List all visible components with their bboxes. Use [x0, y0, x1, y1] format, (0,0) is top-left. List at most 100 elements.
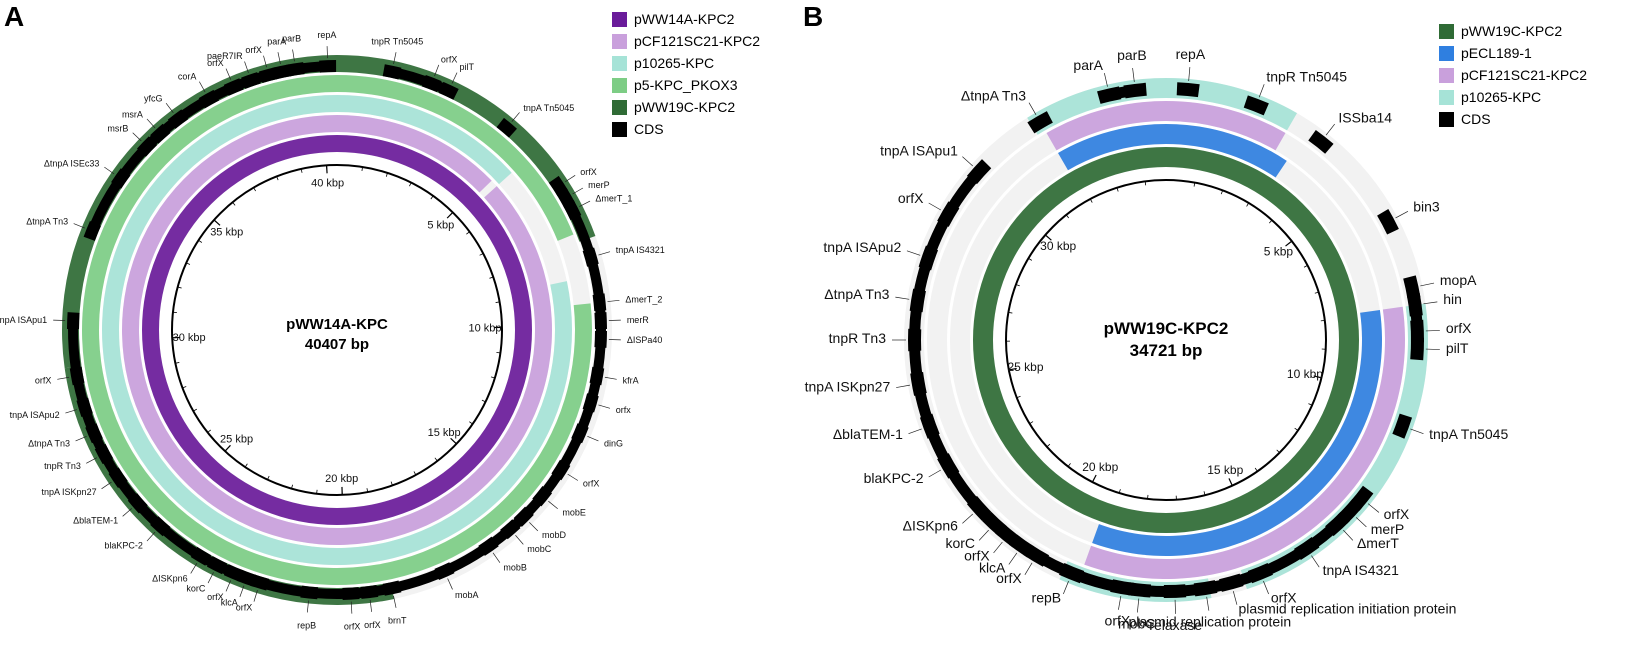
- ring-segment: [973, 147, 1359, 533]
- gene-leader-line: [598, 404, 611, 409]
- minor-tick: [1067, 463, 1071, 467]
- minor-tick: [1065, 214, 1070, 219]
- panel-a-cds-ring: [67, 60, 607, 600]
- cds-block: [1127, 582, 1152, 598]
- gene-label: tnpA ISApu1: [880, 143, 958, 159]
- cds-block: [1410, 310, 1423, 325]
- minor-tick: [496, 352, 501, 354]
- cds-block: [382, 64, 402, 80]
- cds-block: [319, 60, 337, 73]
- gene-leader-line: [1118, 595, 1122, 610]
- gene-leader-line: [1367, 503, 1380, 513]
- cds-block: [397, 569, 440, 592]
- tick-label: 30 kbp: [1040, 239, 1076, 253]
- cds-block: [272, 64, 292, 80]
- gene-label: orfX: [364, 620, 381, 630]
- cds-block: [421, 75, 442, 93]
- gene-label: orfX: [207, 58, 224, 68]
- cds-block: [212, 85, 230, 101]
- cds-block: [94, 443, 114, 465]
- gene-leader-line: [104, 166, 115, 175]
- gene-label: ΔblaTEM-1: [73, 515, 118, 525]
- tick-label: 10 kbp: [468, 323, 501, 335]
- minor-tick: [186, 262, 191, 265]
- cds-block: [85, 423, 103, 444]
- gene-label: orfX: [1105, 613, 1131, 629]
- minor-tick: [193, 408, 197, 412]
- cds-block: [511, 517, 523, 529]
- cds-block: [1097, 86, 1122, 104]
- major-tick: [1285, 240, 1293, 247]
- cds-block: [315, 588, 345, 600]
- minor-tick: [361, 166, 363, 172]
- tick-label: 40 kbp: [311, 177, 344, 189]
- legend-label: p10265-KPC: [1461, 89, 1541, 105]
- gene-label: tnpA ISKpn27: [805, 379, 891, 395]
- gene-label: ISSba14: [1338, 109, 1392, 125]
- legend-label: CDS: [1461, 111, 1491, 127]
- minor-tick: [1203, 491, 1206, 496]
- legend-label: pECL189-1: [1461, 45, 1532, 61]
- minor-tick: [276, 176, 279, 181]
- minor-tick: [409, 182, 412, 187]
- gene-leader-line: [1423, 301, 1438, 305]
- panel-a-rings: [61, 55, 612, 605]
- cds-block: [1411, 337, 1423, 343]
- gene-label: hin: [1443, 291, 1462, 307]
- gene-label: blaKPC-2: [864, 470, 924, 486]
- cds-block: [223, 564, 244, 582]
- cds-block: [1176, 82, 1200, 98]
- ring-segment: [337, 95, 512, 185]
- gene-leader-line: [75, 435, 87, 442]
- cds-block: [577, 407, 594, 429]
- cds-block: [1181, 583, 1200, 597]
- minor-tick: [489, 276, 494, 279]
- cds-block: [76, 397, 93, 418]
- gene-leader-line: [1206, 596, 1210, 611]
- gene-label: plasmid replication initiation protein: [1238, 600, 1456, 616]
- minor-tick: [390, 481, 393, 486]
- gene-leader-line: [604, 376, 617, 380]
- ring-segment: [337, 55, 596, 242]
- legend-label: pWW14A-KPC2: [634, 11, 735, 27]
- cds-block: [1403, 275, 1421, 300]
- cds-block: [926, 430, 950, 463]
- gene-leader-line: [1355, 517, 1367, 528]
- gene-leader-line: [1395, 211, 1409, 219]
- cds-block: [382, 580, 402, 596]
- gene-label: merP: [588, 180, 610, 190]
- gene-leader-line: [277, 52, 281, 65]
- gene-leader-line: [587, 435, 599, 442]
- minor-tick: [1308, 403, 1313, 406]
- major-tick: [450, 437, 457, 445]
- cds-block: [491, 529, 509, 547]
- gene-leader-line: [57, 376, 70, 380]
- cds-block: [274, 68, 277, 79]
- gene-label: ΔmerT_1: [595, 193, 632, 203]
- gene-label: plasmid replication protein: [1128, 614, 1291, 630]
- cds-block: [589, 366, 605, 386]
- gene-label: ΔISPa40: [627, 335, 663, 345]
- gene-leader-line: [928, 469, 942, 478]
- gene-leader-line: [515, 535, 524, 545]
- gene-label: orfX: [580, 167, 597, 177]
- cds-block: [206, 556, 228, 575]
- tick-label: 20 kbp: [1082, 460, 1118, 474]
- tick-label: 35 kbp: [210, 226, 243, 238]
- gene-label: orfX: [245, 45, 262, 55]
- gene-leader-line: [190, 562, 198, 574]
- cds-block: [300, 585, 319, 600]
- gene-leader-line: [207, 572, 214, 584]
- cds-block: [256, 72, 264, 83]
- cds-block: [180, 98, 206, 120]
- gene-leader-line: [132, 132, 142, 142]
- gene-label: orfX: [964, 548, 990, 564]
- gene-leader-line: [1410, 428, 1424, 435]
- gene-leader-line: [122, 508, 132, 517]
- gene-label: korC: [945, 535, 975, 551]
- minor-tick: [385, 172, 388, 177]
